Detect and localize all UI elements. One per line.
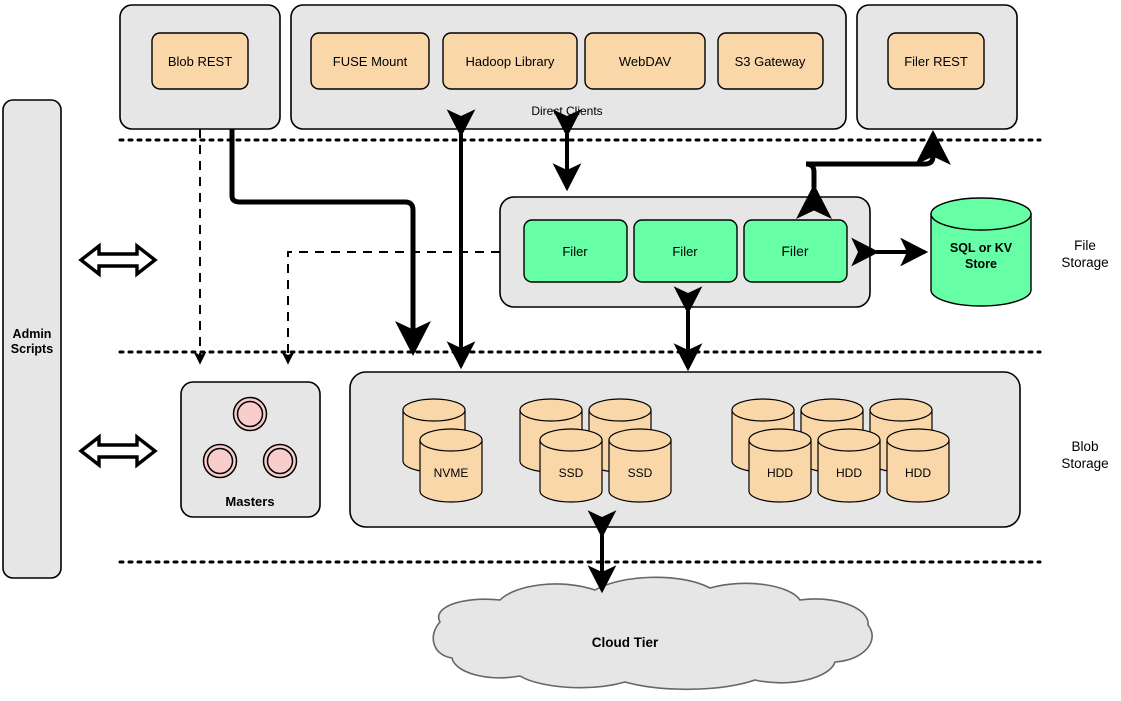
volume-group-hdd[interactable]: HDD HDD HDD bbox=[731, 398, 950, 503]
masters-container: Masters bbox=[180, 381, 321, 518]
client-box-s3-gateway-label: S3 Gateway bbox=[735, 54, 806, 69]
connector-filer-rest-to-filers bbox=[796, 129, 952, 219]
client-box-webdav-label: WebDAV bbox=[619, 54, 672, 69]
volume-group-hdd-label-1: HDD bbox=[767, 466, 793, 480]
volume-group-nvme[interactable]: NVME bbox=[402, 398, 483, 503]
hdd-disk-front-2: HDD bbox=[817, 428, 881, 503]
volume-group-ssd-label-2: SSD bbox=[628, 466, 653, 480]
volume-group-ssd-label-1: SSD bbox=[559, 466, 584, 480]
admin-to-blob-double-arrow bbox=[78, 433, 158, 469]
ssd-disk-front-1: SSD bbox=[539, 428, 603, 503]
admin-scripts-label-line2: Scripts bbox=[11, 342, 53, 356]
client-box-fuse-mount[interactable]: FUSE Mount bbox=[310, 32, 430, 90]
volume-group-nvme-label: NVME bbox=[434, 466, 469, 480]
client-box-hadoop-library-label: Hadoop Library bbox=[466, 54, 555, 69]
client-box-hadoop-library[interactable]: Hadoop Library bbox=[442, 32, 578, 90]
cloud-tier-shape[interactable]: Cloud Tier bbox=[432, 576, 873, 691]
client-box-fuse-mount-label: FUSE Mount bbox=[333, 54, 408, 69]
master-node-3[interactable] bbox=[262, 443, 298, 479]
client-box-blob-rest[interactable]: Blob REST bbox=[151, 32, 249, 90]
client-box-filer-rest[interactable]: Filer REST bbox=[887, 32, 985, 90]
client-box-filer-rest-label: Filer REST bbox=[904, 54, 968, 69]
volume-group-hdd-label-3: HDD bbox=[905, 466, 931, 480]
filer-node-3[interactable]: Filer bbox=[743, 219, 848, 283]
connector-blob-rest-to-volumes bbox=[229, 129, 431, 357]
direct-clients-caption: Direct Clients bbox=[531, 104, 602, 118]
hdd-disk-front-1: HDD bbox=[748, 428, 812, 503]
filer-node-2-label: Filer bbox=[672, 244, 698, 259]
master-node-1[interactable] bbox=[232, 396, 268, 432]
client-box-s3-gateway[interactable]: S3 Gateway bbox=[717, 32, 824, 90]
blob-storage-side-label-line1: Blob bbox=[1071, 439, 1098, 454]
nvme-disk-front-1: NVME bbox=[419, 428, 483, 503]
master-node-2[interactable] bbox=[202, 443, 238, 479]
connector-filer-to-masters bbox=[281, 251, 500, 365]
sql-or-kv-store-cylinder[interactable]: SQL or KV Store bbox=[930, 197, 1032, 307]
client-box-blob-rest-label: Blob REST bbox=[168, 54, 232, 69]
cloud-tier-label: Cloud Tier bbox=[592, 635, 659, 650]
file-storage-side-label-line1: File bbox=[1074, 238, 1096, 253]
ssd-disk-front-2: SSD bbox=[608, 428, 672, 503]
filer-node-2[interactable]: Filer bbox=[633, 219, 738, 283]
client-box-webdav[interactable]: WebDAV bbox=[584, 32, 706, 90]
filer-node-1-label: Filer bbox=[562, 244, 588, 259]
sql-or-kv-store-label-line1: SQL or KV bbox=[950, 241, 1013, 255]
file-storage-side-label-line2: Storage bbox=[1061, 255, 1108, 270]
masters-label: Masters bbox=[225, 494, 274, 509]
volume-group-ssd[interactable]: SSD SSD bbox=[519, 398, 672, 503]
blob-storage-side-label-line2: Storage bbox=[1061, 456, 1108, 471]
filer-node-1[interactable]: Filer bbox=[523, 219, 628, 283]
sql-or-kv-store-label-line2: Store bbox=[965, 257, 997, 271]
hdd-disk-front-3: HDD bbox=[886, 428, 950, 503]
admin-scripts-panel[interactable]: Admin Scripts bbox=[2, 99, 62, 579]
admin-scripts-label-line1: Admin bbox=[13, 327, 52, 341]
filer-node-3-label: Filer bbox=[781, 243, 809, 259]
admin-to-filer-double-arrow bbox=[78, 242, 158, 278]
volume-group-hdd-label-2: HDD bbox=[836, 466, 862, 480]
